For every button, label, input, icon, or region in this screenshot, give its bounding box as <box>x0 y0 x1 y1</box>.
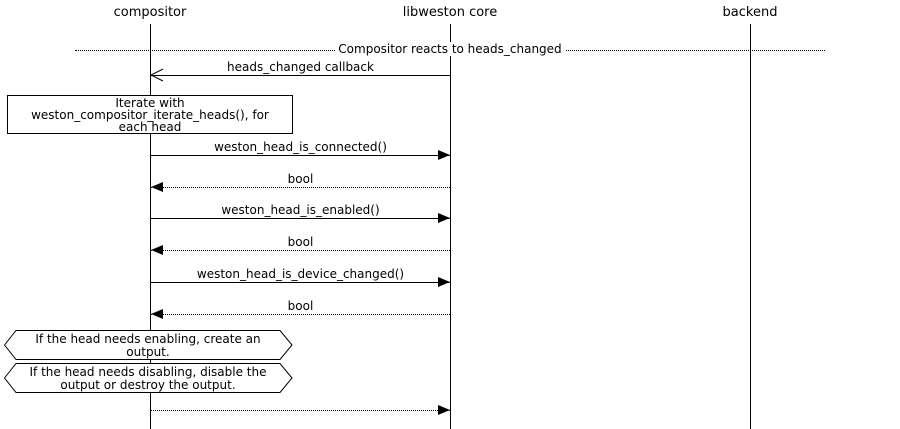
filled-arrowhead-right-icon <box>438 213 450 223</box>
note-iterate-heads: Iterate with weston_compositor_iterate_h… <box>7 95 293 134</box>
filled-arrowhead-right-icon <box>438 150 450 160</box>
message-label-is-enabled: weston_head_is_enabled() <box>221 203 380 217</box>
participant-compositor: compositor <box>113 5 187 20</box>
return-line <box>151 250 450 251</box>
return-label-bool: bool <box>287 299 314 313</box>
lifeline-backend <box>750 24 751 429</box>
open-arrowhead-left-icon <box>150 68 164 82</box>
message-line <box>151 282 450 283</box>
message-label-is-connected: weston_head_is_connected() <box>214 140 387 154</box>
message-line <box>151 75 450 76</box>
participant-backend: backend <box>722 5 778 20</box>
divider-label: Compositor reacts to heads_changed <box>0 42 900 56</box>
hnote-disabling-text: If the head needs disabling, disable the… <box>29 365 267 392</box>
return-line <box>151 314 450 315</box>
message-line <box>151 155 450 156</box>
return-label-bool: bool <box>287 235 314 249</box>
message-label-is-device-changed: weston_head_is_device_changed() <box>196 267 405 281</box>
filled-arrowhead-left-icon <box>151 245 163 255</box>
return-line <box>151 187 450 188</box>
lifeline-compositor <box>150 24 151 429</box>
message-line <box>151 218 450 219</box>
return-label-bool: bool <box>287 172 314 186</box>
hnote-disabling-shape <box>4 363 293 393</box>
message-label-heads-changed-callback: heads_changed callback <box>227 60 374 74</box>
filled-arrowhead-left-icon <box>151 182 163 192</box>
hnote-enabling-shape <box>4 330 293 360</box>
filled-arrowhead-left-icon <box>151 309 163 319</box>
lifeline-libweston-core <box>450 24 451 429</box>
filled-arrowhead-right-icon <box>438 277 450 287</box>
participant-libweston-core: libweston core <box>402 5 498 20</box>
filled-arrowhead-right-icon <box>438 405 450 415</box>
hnote-enabling-text: If the head needs enabling, create an ou… <box>35 332 261 359</box>
message-line <box>151 410 450 411</box>
